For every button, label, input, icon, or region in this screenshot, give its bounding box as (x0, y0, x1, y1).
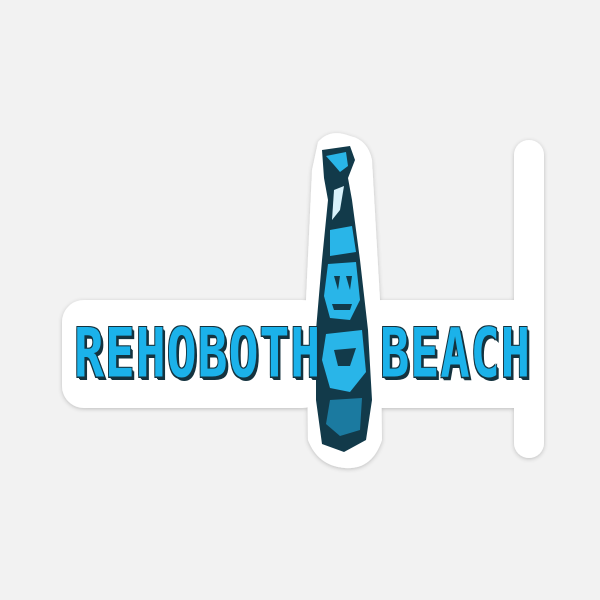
word-rehoboth: REHOBOTH (74, 314, 322, 393)
word-beach: BEACH (380, 314, 531, 393)
totem-icon (316, 146, 372, 452)
